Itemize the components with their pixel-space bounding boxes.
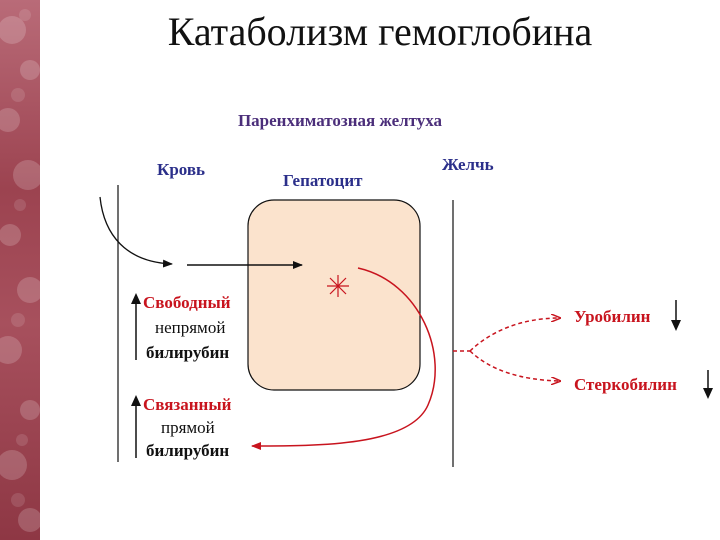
free-bilirubin-line2: непрямой [155, 318, 226, 337]
free-bilirubin-line3: билирубин [146, 343, 230, 362]
flower-pattern [0, 9, 40, 532]
down-arrow-icon [671, 300, 681, 331]
up-arrow-icon [131, 395, 141, 458]
diagram-subtitle: Паренхиматозная желтуха [237, 111, 443, 130]
up-arrow-icon [131, 293, 141, 360]
hepatocyte-cell [247, 199, 421, 391]
decorative-sidebar [0, 0, 40, 540]
bile-label: Желчь [442, 155, 494, 174]
free-bilirubin-line1: Свободный [143, 293, 231, 312]
stercobilin-label: Стеркобилин [574, 375, 677, 394]
regurgitation-curve-arrow [251, 267, 436, 450]
uptake-curve-arrow [99, 196, 173, 268]
down-arrow-icon [703, 370, 713, 399]
bound-bilirubin-line2: прямой [161, 418, 215, 437]
blood-label: Кровь [157, 160, 206, 179]
bound-bilirubin-line3: билирубин [146, 441, 230, 460]
bound-bilirubin-line1: Связанный [143, 395, 232, 414]
asterisk-icon [327, 275, 349, 297]
page-title: Катаболизм гемоглобина [167, 9, 593, 54]
urobilin-label: Уробилин [574, 307, 651, 326]
stercobilin-dashed-arrow [469, 350, 560, 381]
hepatocyte-label: Гепатоцит [283, 171, 363, 190]
urobilin-dashed-arrow [469, 318, 560, 352]
